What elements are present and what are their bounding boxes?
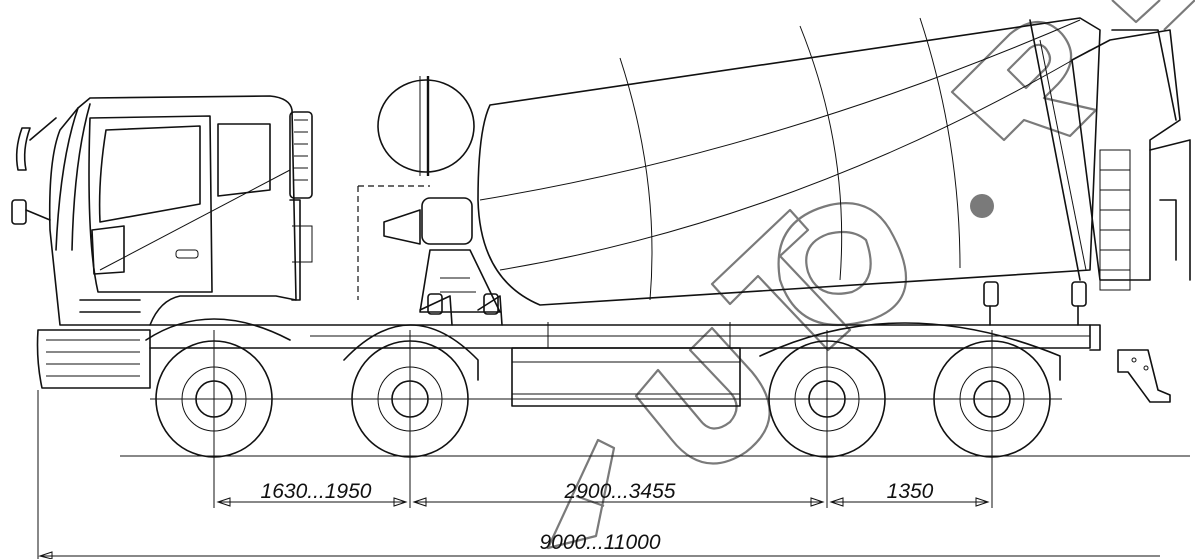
axle-centerlines (150, 330, 1062, 508)
fuel-tank (511, 322, 741, 407)
mixer-drum (477, 17, 1101, 306)
front-bumper (36, 329, 151, 389)
hydraulic-drive (357, 185, 501, 313)
dim-wheelbase: 2900...3455 (564, 480, 676, 503)
dim-rear-axle-spacing: 1350 (887, 480, 934, 503)
water-tank (377, 76, 475, 176)
drum-supports (419, 281, 1087, 326)
cab (11, 95, 313, 326)
fenders (145, 318, 1061, 381)
dim-front-axle-spacing: 1630...1950 (261, 480, 372, 503)
dimension-lines (38, 497, 1160, 559)
loading-hopper (1029, 19, 1191, 291)
chassis-frame (149, 324, 1171, 403)
watermark-dot (970, 194, 994, 218)
dim-overall-length: 9000...11000 (539, 531, 660, 554)
